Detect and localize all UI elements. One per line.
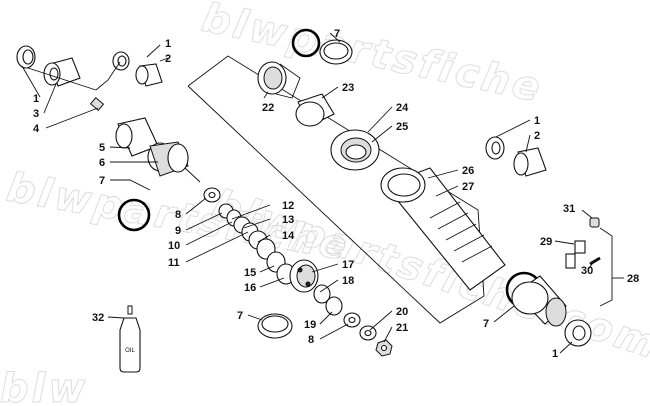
callout-22: 22 — [262, 102, 274, 114]
callout-10: 10 — [168, 240, 180, 252]
valve-cap-31 — [589, 217, 600, 228]
callout-labels: 1 2 1 3 4 5 6 7 8 9 10 11 12 13 14 15 16… — [33, 28, 639, 360]
watermark-text-bottom: blw — [0, 366, 88, 406]
bushing-1-top — [112, 51, 130, 71]
callout-21: 21 — [396, 322, 408, 334]
o-ring-7-left — [117, 198, 151, 232]
callout-17: 17 — [342, 259, 354, 271]
valve-29 — [565, 240, 586, 269]
callout-24: 24 — [396, 102, 409, 114]
spacer-2-right — [513, 147, 547, 177]
callout-8-lower: 8 — [308, 334, 314, 346]
bushing-1-left — [16, 45, 36, 69]
callout-7-right: 7 — [483, 318, 489, 330]
callout-8-upper: 8 — [175, 209, 181, 221]
callout-19: 19 — [304, 319, 316, 331]
watermark-text-top: blwpartsfiche — [198, 0, 547, 112]
body-end-cap — [511, 275, 567, 327]
callout-14: 14 — [282, 230, 295, 242]
leader-lines — [21, 32, 624, 354]
shaft-body-6 — [147, 141, 201, 183]
bracket-28 — [599, 227, 613, 307]
callout-5: 5 — [99, 142, 105, 154]
callout-18: 18 — [342, 275, 354, 287]
spacer-3 — [43, 57, 81, 87]
oil-bottle-32: OIL — [119, 305, 141, 373]
bushing-1-bottom — [564, 319, 592, 347]
callout-31: 31 — [563, 203, 575, 215]
bushing-23 — [295, 93, 335, 127]
callout-1-right: 1 — [534, 115, 540, 127]
callout-20: 20 — [396, 306, 408, 318]
callout-23: 23 — [342, 82, 354, 94]
washer-8-lower — [343, 312, 361, 328]
bushing-1-right — [485, 136, 505, 160]
spring-body-26-27 — [380, 167, 506, 291]
callout-12: 12 — [282, 200, 294, 212]
valve-core-30 — [589, 256, 601, 266]
nut-21 — [375, 339, 393, 357]
oil-bottle-label: OIL — [125, 348, 135, 354]
washer-18 — [313, 284, 331, 304]
callout-15: 15 — [244, 267, 256, 279]
callout-27: 27 — [462, 181, 474, 193]
callout-25: 25 — [396, 121, 408, 133]
callout-32: 32 — [92, 312, 104, 324]
callout-28: 28 — [627, 273, 639, 285]
callout-2-right: 2 — [534, 130, 540, 142]
callout-4: 4 — [33, 123, 40, 135]
washer-20 — [359, 325, 377, 341]
callout-30: 30 — [581, 265, 593, 277]
callout-1-left: 1 — [33, 93, 39, 105]
reservoir-cap-22 — [257, 61, 301, 99]
shim-stack-9-14 — [218, 203, 276, 260]
spacer-2-top — [135, 63, 163, 87]
callout-7-top: 7 — [334, 28, 340, 40]
callout-13: 13 — [282, 214, 294, 226]
callout-2-top: 2 — [165, 53, 171, 65]
callout-6: 6 — [99, 157, 105, 169]
seal-7-lower — [257, 313, 293, 339]
callout-9: 9 — [175, 225, 181, 237]
washer-8-upper — [203, 187, 221, 203]
o-ring-7-top — [291, 28, 321, 58]
callout-26: 26 — [462, 165, 474, 177]
callout-1-bottom: 1 — [552, 348, 558, 360]
callout-7-left: 7 — [99, 175, 105, 187]
callout-16: 16 — [244, 282, 256, 294]
shim-19 — [325, 296, 343, 316]
callout-1-top: 1 — [165, 38, 171, 50]
callout-11: 11 — [168, 257, 180, 269]
callout-3: 3 — [33, 108, 39, 120]
piston-17 — [289, 259, 319, 293]
seal-7-top — [319, 39, 353, 65]
callout-29: 29 — [540, 236, 552, 248]
callout-7-seal: 7 — [237, 310, 243, 322]
spring-collar-24-25 — [330, 129, 380, 171]
eyelet-5 — [115, 117, 159, 157]
